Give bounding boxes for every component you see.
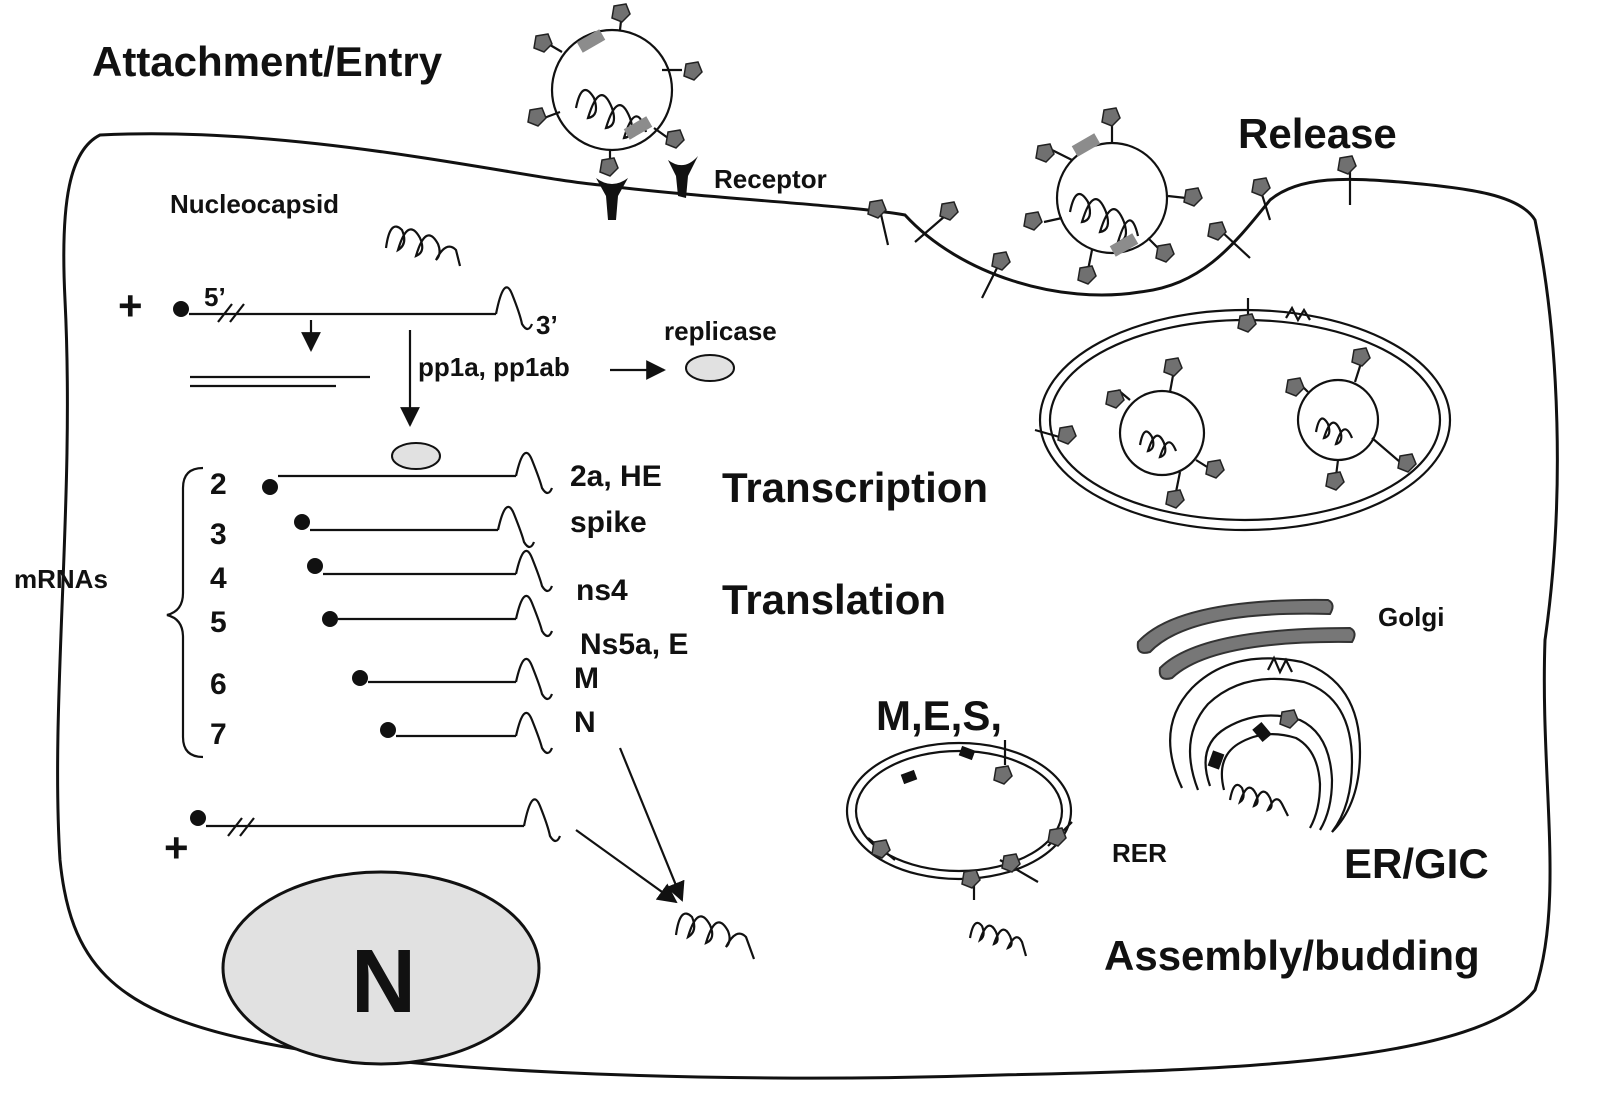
mrna-2-number: 2 xyxy=(210,468,227,501)
assembly-budding-label: Assembly/budding xyxy=(1104,932,1480,979)
pp1a-pp1ab-label: pp1a, pp1ab xyxy=(418,352,570,382)
mrna-3-cap xyxy=(294,514,310,530)
mrna-4-product: ns4 xyxy=(576,574,628,607)
vesicle-virion-right xyxy=(1285,347,1417,491)
mrna-brace xyxy=(166,466,204,759)
mrna-7-cap xyxy=(380,722,396,738)
mrna-4-number: 4 xyxy=(210,562,227,595)
mrna-6-number: 6 xyxy=(210,668,227,701)
mrna-3-number: 3 xyxy=(210,518,227,551)
er-gic xyxy=(1169,655,1362,833)
vesicle-virion-left xyxy=(1105,357,1225,509)
transcription-label: Transcription xyxy=(722,464,988,511)
release-label: Release xyxy=(1238,110,1397,157)
rer-label: RER xyxy=(1112,838,1167,868)
mrna-2-product: 2a, HE xyxy=(570,460,662,493)
spike-protein xyxy=(527,3,703,177)
er-gic-label: ER/GIC xyxy=(1344,840,1489,887)
mrna-7-product: N xyxy=(574,706,596,739)
rer-ring xyxy=(845,740,1073,900)
virion-released xyxy=(1023,107,1203,285)
replicase-label: replicase xyxy=(664,316,777,346)
mrnas-label: mRNAs xyxy=(14,564,108,594)
replicase-ellipse xyxy=(685,354,735,382)
receptors xyxy=(596,156,698,220)
three-prime-label: 3’ xyxy=(536,310,558,340)
mrna-4-cap xyxy=(307,558,323,574)
mrna-7-number: 7 xyxy=(210,718,227,751)
mrna-lines xyxy=(262,451,554,755)
five-prime-label: 5’ xyxy=(204,282,226,312)
nucleus xyxy=(221,870,541,1066)
plus-strand-bottom-label: + xyxy=(164,824,189,871)
mrna-2-cap xyxy=(262,479,278,495)
nucleocapsid-coil-new xyxy=(674,912,756,960)
mrna-5-number: 5 xyxy=(210,606,227,639)
replicase-ellipse-2 xyxy=(391,442,441,470)
mrna-5-product: Ns5a, E xyxy=(580,628,688,661)
cell-membrane xyxy=(56,132,1559,1080)
nucleocapsid-coil-rer xyxy=(968,921,1028,957)
golgi xyxy=(1136,598,1356,680)
membrane-spikes xyxy=(867,155,1357,299)
translation-label: Translation xyxy=(722,576,946,623)
golgi-label: Golgi xyxy=(1378,602,1444,632)
mrna-5-cap xyxy=(322,611,338,627)
plus-strand-top-label: + xyxy=(118,282,143,329)
genomic-rna-top xyxy=(173,286,735,470)
attachment-entry-label: Attachment/Entry xyxy=(92,38,443,85)
mrna-6-product: M xyxy=(574,662,599,695)
nucleocapsid-label: Nucleocapsid xyxy=(170,189,339,219)
mrna-3-product: spike xyxy=(570,506,647,539)
mrna-6-cap xyxy=(352,670,368,686)
mes-label: M,E,S, xyxy=(876,692,1002,739)
receptor-label: Receptor xyxy=(714,164,827,194)
nucleus-label: N xyxy=(351,932,416,1032)
virion-attaching xyxy=(527,3,703,177)
nucleocapsid-coil xyxy=(384,225,462,267)
genomic-rna-bottom xyxy=(190,747,685,904)
smooth-vesicle xyxy=(1034,298,1452,532)
